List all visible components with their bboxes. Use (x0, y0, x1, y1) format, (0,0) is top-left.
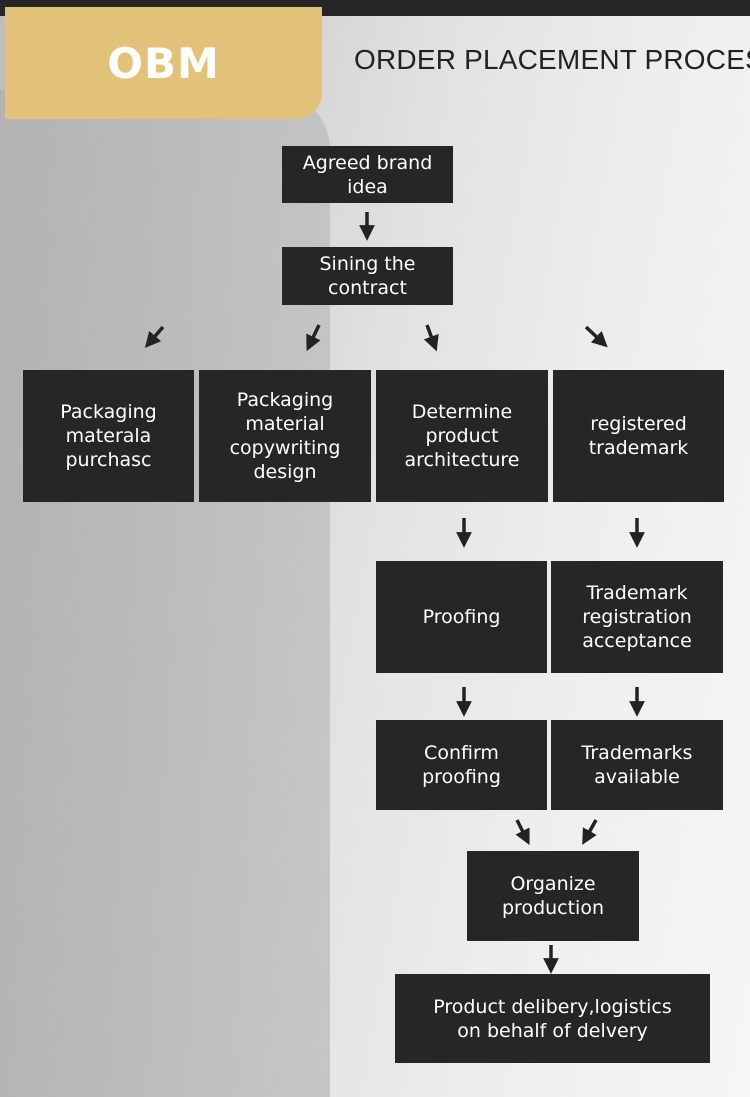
node-signing-contract: Sining the contract (282, 247, 453, 305)
node-product-architecture: Determine product architecture (376, 370, 548, 502)
node-packaging-copywriting: Packaging material copywriting design (199, 370, 371, 502)
node-organize-production: Organize production (467, 851, 639, 941)
arrow-contract-to-trademark (584, 325, 608, 348)
node-confirm-proofing: Confirm proofing (376, 720, 547, 810)
arrow-available-to-production (582, 819, 598, 845)
node-packaging-purchase: Packaging materala purchasc (23, 370, 194, 502)
arrow-contract-to-copywriting (306, 324, 321, 352)
node-product-delivery: Product delibery,logistics on behalf of … (395, 974, 710, 1063)
obm-badge: OBM (5, 7, 322, 119)
page-title: ORDER PLACEMENT PROCESS (354, 44, 750, 75)
arrow-contract-to-purchase (144, 325, 165, 348)
node-trademarks-available: Trademarks available (551, 720, 723, 810)
arrow-confirm-to-production (515, 819, 530, 846)
node-registered-trademark: registered trademark (553, 370, 724, 502)
node-agreed-brand-idea: Agreed brand idea (282, 146, 453, 203)
node-proofing: Proofing (376, 561, 547, 673)
arrow-contract-to-architecture (423, 324, 439, 352)
node-trademark-registration: Trademark registration acceptance (551, 561, 723, 673)
background-suit-shape (0, 90, 330, 1097)
